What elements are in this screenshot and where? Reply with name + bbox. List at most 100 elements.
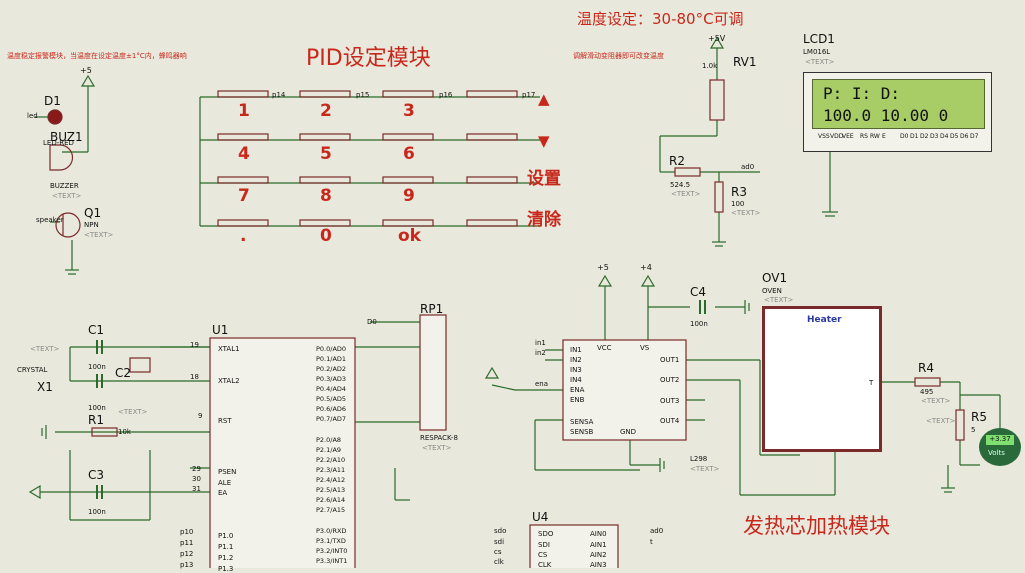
oven-terminal: T	[869, 379, 874, 387]
u4-sdi: SDI	[538, 541, 550, 549]
heater-module-title: 发热芯加热模块	[743, 514, 890, 538]
crystal-part: CRYSTAL	[17, 366, 48, 374]
r2-value: 524.5	[670, 181, 691, 189]
lcd-pin-d2: D2	[920, 133, 929, 140]
u1-right-pin: P3.3/INT1	[316, 557, 348, 565]
lcd-line-2: 100.0 10.00 0	[823, 106, 949, 125]
key-3[interactable]: 3	[403, 101, 415, 121]
lcd-pin-vee: VEE	[842, 133, 854, 140]
u4-cs: CS	[538, 551, 548, 559]
lcd-pin-vdd: VDD	[830, 133, 844, 140]
u1-right-pin: P0.7/AD7	[316, 415, 347, 423]
u1-right-pin: P2.5/A13	[316, 486, 346, 494]
plus5-label-alarm: +5	[80, 66, 92, 75]
u4-ain3: AIN3	[590, 561, 607, 569]
lcd-pin-e: E	[882, 133, 886, 140]
r3-value: 100	[731, 200, 745, 208]
u4-ain2: AIN2	[590, 551, 607, 559]
u1-pin-31: 31	[192, 485, 201, 493]
l298-ena: ENA	[570, 386, 585, 394]
net-p12: p12	[180, 550, 194, 558]
key-9[interactable]: 9	[403, 186, 415, 206]
net-t: t	[650, 538, 653, 546]
net-sdo: sdo	[494, 527, 507, 535]
r4-text-tag: <TEXT>	[921, 397, 951, 405]
heater-oven: Heater T	[762, 306, 882, 452]
u1-pin-30: 30	[192, 475, 201, 483]
key-clear[interactable]: 清除	[527, 210, 561, 230]
l298-in2: IN2	[570, 356, 582, 364]
u1-right-pin: P0.3/AD3	[316, 375, 347, 383]
pin-p15: p15	[356, 91, 370, 99]
u1-p11: P1.1	[218, 543, 234, 551]
r2-text-tag: <TEXT>	[671, 190, 701, 198]
rp1-net-d0: D0	[367, 318, 377, 326]
key-5[interactable]: 5	[320, 144, 332, 164]
u1-right-pin: P2.2/A10	[316, 456, 346, 464]
lcd-pin-d1: D1	[910, 133, 919, 140]
rp1-ref: RP1	[420, 302, 444, 316]
c2-text-tag: <TEXT>	[118, 408, 148, 416]
c2-ref: C2	[115, 366, 132, 380]
lcd-model: LM016L	[803, 48, 831, 56]
lcd-screen: P: I: D: 100.0 10.00 0	[812, 79, 985, 129]
net-in1: in1	[535, 339, 546, 347]
net-ad0-u4: ad0	[650, 527, 664, 535]
c2-value: 100n	[88, 404, 106, 412]
r2-ref: R2	[669, 154, 685, 168]
key-7[interactable]: 7	[238, 186, 250, 206]
rv1-supply: +5V	[708, 34, 726, 43]
key-4[interactable]: 4	[238, 144, 250, 164]
temp-range-title: 温度设定：30-80°C可调	[577, 10, 744, 28]
q1-part: NPN	[84, 221, 99, 229]
c1-ref: C1	[88, 323, 105, 337]
pid-module-title: PID设定模块	[306, 46, 431, 71]
net-clk: clk	[494, 558, 504, 566]
u1-right-pin: P0.5/AD5	[316, 395, 347, 403]
u1-right-pin: P2.1/A9	[316, 446, 342, 454]
rv1-ref: RV1	[733, 55, 757, 69]
r1-value: 10k	[118, 428, 131, 436]
key-ok[interactable]: ok	[398, 226, 421, 246]
u1-pin-29: 29	[192, 465, 201, 473]
u1-ea: EA	[218, 489, 228, 497]
pin-p16: p16	[439, 91, 453, 99]
l298-enb: ENB	[570, 396, 585, 404]
speaker-net: speaker	[36, 216, 64, 224]
c4-value: 100n	[690, 320, 708, 328]
l298-in3: IN3	[570, 366, 582, 374]
l298-text-tag: <TEXT>	[690, 465, 720, 473]
net-p13: p13	[180, 561, 194, 569]
x1-ref: X1	[37, 380, 53, 394]
u1-right-pin: P2.4/A12	[316, 476, 346, 484]
u1-right-pin: P2.0/A8	[316, 436, 342, 444]
oven-text-tag: <TEXT>	[764, 296, 794, 304]
key-2[interactable]: 2	[320, 101, 332, 121]
l298-out1: OUT1	[660, 356, 680, 364]
key-6[interactable]: 6	[403, 144, 415, 164]
r4-value: 495	[920, 388, 934, 396]
r5-value: 5	[971, 426, 976, 434]
key-down[interactable]: ▼	[538, 132, 550, 150]
d1-part: LED-RED	[43, 139, 74, 147]
l298-vs: VS	[640, 344, 650, 352]
r5-text-tag: <TEXT>	[926, 417, 956, 425]
u1-p12: P1.2	[218, 554, 234, 562]
key-up[interactable]: ▲	[538, 90, 550, 108]
l298-vcc: VCC	[597, 344, 612, 352]
key-1[interactable]: 1	[238, 101, 250, 121]
r1-ref: R1	[88, 413, 104, 427]
key-dot[interactable]: .	[240, 226, 247, 246]
key-8[interactable]: 8	[320, 186, 332, 206]
l298-plus4: +4	[640, 263, 652, 272]
u1-psen: PSEN	[218, 468, 237, 476]
q1-text-tag: <TEXT>	[84, 231, 114, 239]
u1-right-pin: P3.0/RXD	[316, 527, 347, 535]
key-0[interactable]: 0	[320, 226, 332, 246]
net-sdi: sdi	[494, 538, 505, 546]
key-set[interactable]: 设置	[527, 169, 561, 189]
u1-right-pin: P0.4/AD4	[316, 385, 347, 393]
u4-ain1: AIN1	[590, 541, 607, 549]
u4-ain0: AIN0	[590, 530, 607, 538]
